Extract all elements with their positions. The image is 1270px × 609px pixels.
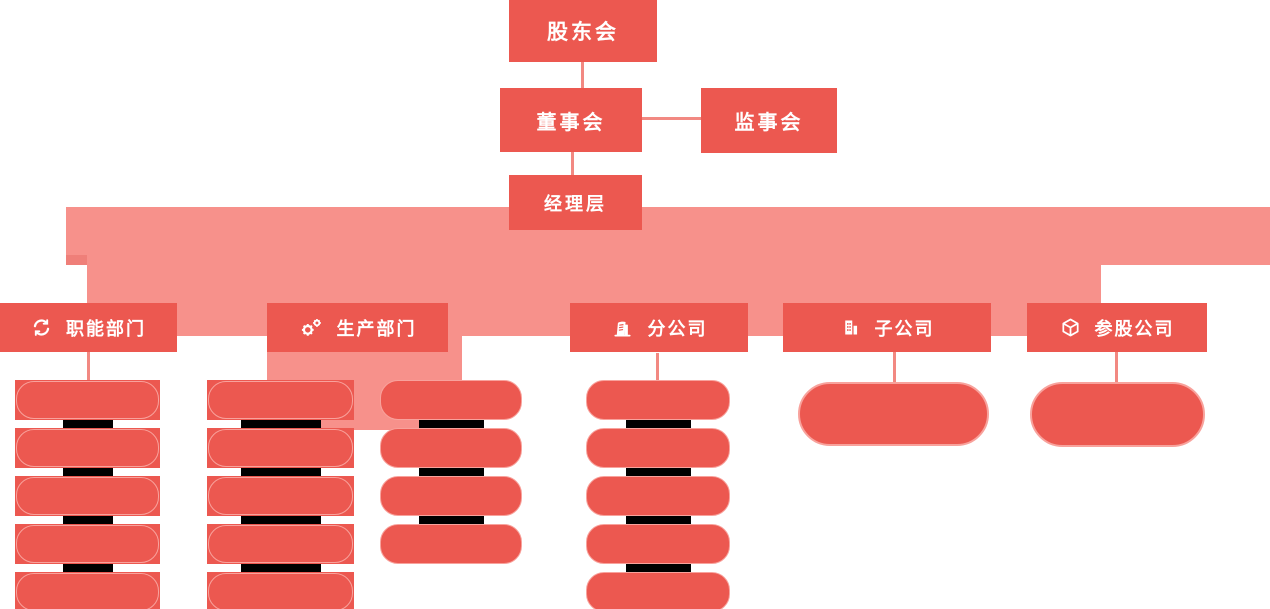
item-pill <box>586 428 730 468</box>
item-pill <box>207 572 354 609</box>
link-board-management <box>571 152 574 175</box>
dept-header-invested-label: 参股公司 <box>1094 318 1175 340</box>
item-link-bar <box>240 516 321 524</box>
item-link-bar <box>62 468 113 476</box>
dept-header-branch-label: 分公司 <box>647 318 708 340</box>
dept-header-subsidiary: 子公司 <box>783 303 991 352</box>
item-pill <box>207 428 354 468</box>
item-link-bar <box>240 468 321 476</box>
item-pill <box>15 380 160 420</box>
item-pill-stroke <box>16 573 159 609</box>
item-pill-subsidiary <box>798 382 989 446</box>
item-link-bar <box>625 468 691 476</box>
item-pill-invested <box>1030 382 1205 447</box>
node-shareholders-label: 股东会 <box>547 20 619 44</box>
item-pill-stroke <box>16 381 159 419</box>
item-pill <box>586 572 730 609</box>
item-pill <box>207 476 354 516</box>
link-functional-items <box>87 352 90 381</box>
node-board-of-directors: 董事会 <box>500 88 642 152</box>
gears-icon <box>299 317 323 339</box>
link-subsidiary-item <box>893 350 896 382</box>
item-pill <box>207 524 354 564</box>
item-pill-stroke <box>208 525 353 563</box>
node-management-layer: 经理层 <box>509 175 642 230</box>
item-link-bar <box>418 468 484 476</box>
item-pill <box>15 524 160 564</box>
item-pill <box>15 428 160 468</box>
connector-band-overlap <box>66 255 87 265</box>
dept-header-branch: 分公司 <box>570 303 748 352</box>
dept-header-production-label: 生产部门 <box>336 318 417 340</box>
item-pill-stroke <box>208 429 353 467</box>
link-shareholders-board <box>581 62 584 88</box>
item-column-production-a <box>207 380 354 609</box>
node-management-label: 经理层 <box>544 193 607 215</box>
item-pill-stroke <box>16 525 159 563</box>
item-link-bar <box>625 516 691 524</box>
item-pill <box>15 572 160 609</box>
dept-header-invested: 参股公司 <box>1027 303 1207 352</box>
item-column-production-b <box>380 380 522 564</box>
node-supervisory-board: 监事会 <box>701 88 837 153</box>
buildings-icon <box>840 317 861 338</box>
item-link-bar <box>625 564 691 572</box>
item-column-functional <box>15 380 160 609</box>
item-pill <box>15 476 160 516</box>
circular-arrows-icon <box>31 317 52 338</box>
dept-header-functional: 职能部门 <box>0 303 177 352</box>
item-pill <box>586 476 730 516</box>
item-pill <box>207 380 354 420</box>
item-pill-stroke <box>16 429 159 467</box>
item-pill <box>586 380 730 420</box>
connector-band-top <box>66 207 1270 265</box>
item-link-bar <box>418 516 484 524</box>
item-link-bar <box>240 564 321 572</box>
dept-header-functional-label: 职能部门 <box>66 318 146 340</box>
item-link-bar <box>62 516 113 524</box>
link-invested-item <box>1115 349 1118 382</box>
item-link-bar <box>62 420 113 428</box>
item-pill <box>380 428 522 468</box>
item-pill <box>380 476 522 516</box>
link-board-supervisory <box>642 117 701 120</box>
link-branch-items <box>656 353 659 382</box>
building-doc-icon <box>611 316 634 339</box>
item-column-branch <box>586 380 730 609</box>
item-pill-stroke <box>16 477 159 515</box>
item-link-bar <box>240 420 321 428</box>
item-link-bar <box>62 564 113 572</box>
item-pill-stroke <box>208 381 353 419</box>
item-pill <box>380 380 522 420</box>
item-link-bar <box>625 420 691 428</box>
dept-header-production: 生产部门 <box>267 303 448 352</box>
item-pill-stroke <box>208 573 353 609</box>
item-pill <box>586 524 730 564</box>
item-pill <box>380 524 522 564</box>
node-board-label: 董事会 <box>536 109 606 134</box>
item-link-bar <box>418 420 484 428</box>
node-supervisory-label: 监事会 <box>734 110 804 134</box>
dept-header-subsidiary-label: 子公司 <box>874 318 935 340</box>
item-pill-stroke <box>208 477 353 515</box>
node-shareholders-meeting: 股东会 <box>509 0 657 62</box>
cube-icon <box>1060 317 1081 338</box>
